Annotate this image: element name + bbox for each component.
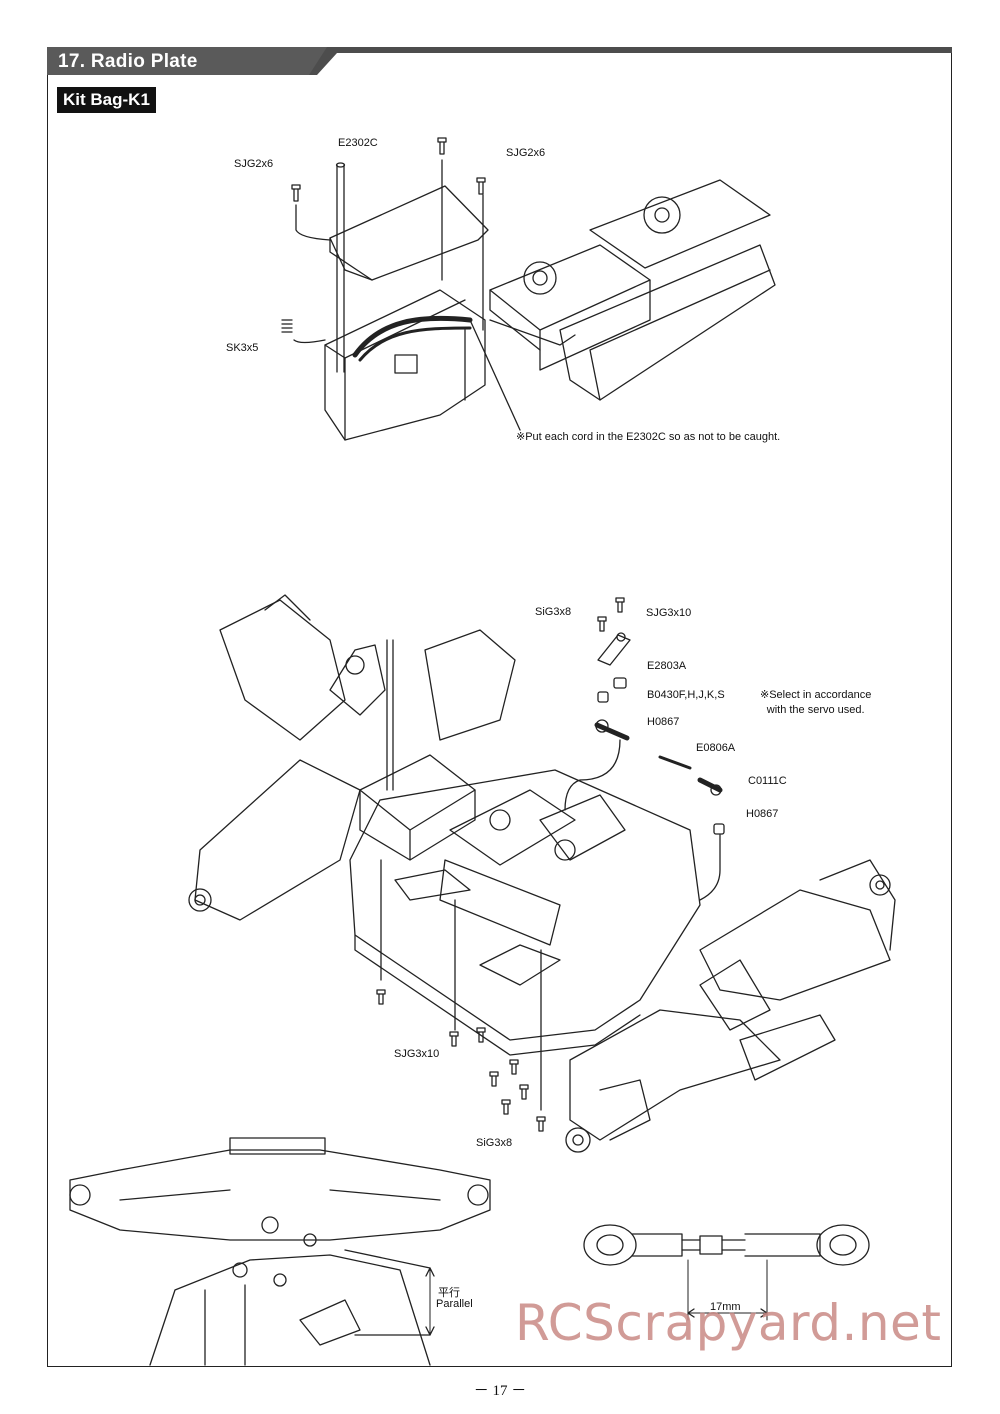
bottom-screws [376,859,546,1132]
turnbuckle-e0806a [658,755,692,770]
label-sk3x5: SK3x5 [226,342,259,354]
rear-lower-arm [194,759,361,921]
chassis-top-view [149,1254,431,1366]
note-cord-placement: ※Put each cord in the E2302C so as not t… [516,431,781,443]
label-sjg3x10-top: SJG3x10 [646,607,692,619]
servo-horn-e2803a [597,634,631,666]
servo-on-chassis [449,789,576,866]
label-e0806a: E0806A [696,742,736,754]
label-sjg2x6-right: SJG2x6 [506,147,546,159]
label-h0867-bottom: H0867 [746,808,779,820]
receiver-box-cover [329,185,489,281]
header-band-shape [47,47,952,75]
radio-box-on-chassis [359,754,476,831]
battery-on-chassis [439,859,561,946]
receiver-box-body [324,289,486,441]
turnbuckle-length-detail [583,1224,870,1321]
label-e2302c: E2302C [338,137,378,149]
throttle-servo [589,179,771,269]
label-b0430f: B0430F,H,J,K,S [647,689,725,701]
screw-sjg2x6-left [291,184,301,202]
section-header-band [47,47,952,75]
rear-upper-arm [424,629,516,741]
watermark-text: RCScrapyard.net [515,1294,942,1352]
chassis-assembly-diagram [188,594,896,1153]
front-bulkhead-top-view [69,1149,491,1241]
label-sjg3x10-bottom: SJG3x10 [394,1048,440,1060]
front-shock [739,1014,836,1081]
label-parallel-jp: 平行 [438,1287,460,1299]
note-servo-selection-line1: ※Select in accordance [760,689,872,701]
battery-pack [559,244,776,401]
turnbuckle-center-nut [699,1235,723,1255]
label-sjg2x6-left: SJG2x6 [234,158,274,170]
kit-bag-badge: Kit Bag-K1 [57,87,156,113]
receiver-box-diagram [281,137,776,441]
label-sig3x8-bottom: SiG3x8 [476,1137,513,1149]
screw-sjg2x6-right [476,177,486,195]
steering-servo [489,244,651,331]
rear-tower [219,599,346,741]
label-h0867-top: H0867 [647,716,680,728]
note-servo-selection: ※Select in accordance with the servo use… [760,688,871,718]
label-sig3x8-top: SiG3x8 [535,606,572,618]
note-servo-selection-line2: with the servo used. [766,704,865,716]
label-length-17mm: 17mm [710,1301,741,1313]
chassis-plate [349,769,701,1041]
front-lower-arm [569,1009,781,1141]
label-e2803a: E2803A [647,660,687,672]
top-view-detail [69,1137,491,1366]
servo-horn-insert [613,677,627,689]
label-c0111c: C0111C [748,775,787,787]
ball-end-c0111c [697,777,723,793]
servo-saver-parts [564,597,725,901]
section-title: 17. Radio Plate [58,51,198,72]
screw-e2302c [437,137,447,155]
front-upper-arm [699,889,891,1001]
page-number: － 17 － [473,1383,527,1399]
spring-sk3x5 [281,319,293,333]
label-parallel-en: Parallel [436,1298,473,1310]
